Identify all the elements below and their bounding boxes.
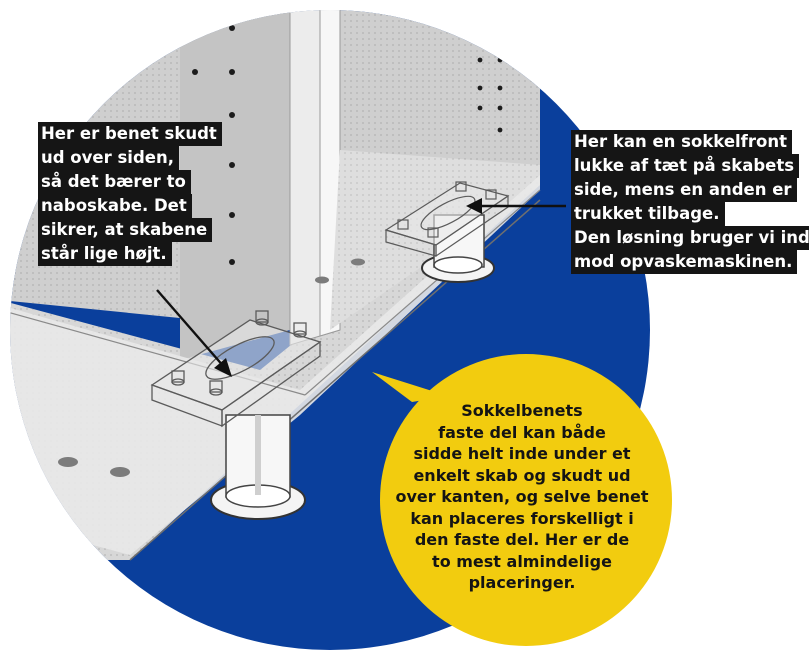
callout-right: Her kan en sokkelfront lukke af tæt på s… bbox=[571, 130, 809, 274]
plinth-front-edge bbox=[10, 175, 540, 555]
arrow-right-head bbox=[466, 198, 482, 214]
callout-left-line-5: sikrer, at skabene bbox=[38, 218, 213, 242]
pointer-arrows bbox=[156, 198, 566, 377]
callout-right-line-3: side, mens en anden er bbox=[571, 178, 797, 202]
callout-right-line-1: Her kan en sokkelfront bbox=[571, 130, 792, 154]
callout-left: Her er benet skudt ud over siden, så det… bbox=[38, 122, 222, 266]
callout-right-line-5: Den løsning bruger vi ind bbox=[571, 226, 809, 250]
bubble-line-2: faste del kan både bbox=[438, 422, 606, 442]
leg-foot-left bbox=[210, 414, 306, 520]
callout-left-line-3: så det bærer to bbox=[38, 170, 191, 194]
bubble-line-1: Sokkelbenets bbox=[461, 401, 583, 420]
bubble-line-3: sidde helt inde under et bbox=[413, 444, 631, 463]
arrow-left-shaft bbox=[156, 289, 226, 369]
arrow-left-head bbox=[214, 358, 232, 377]
callout-right-line-2: lukke af tæt på skabets bbox=[571, 154, 800, 178]
speech-bubble-body bbox=[380, 354, 672, 646]
callout-left-line-1: Her er benet skudt bbox=[38, 122, 222, 146]
callout-left-line-2: ud over siden, bbox=[38, 146, 179, 170]
bubble-line-6: kan placeres forskelligt i bbox=[410, 508, 634, 528]
bubble-line-8: to mest almindelige bbox=[432, 551, 612, 571]
bottom-panel-holes bbox=[58, 258, 365, 477]
speech-bubble bbox=[372, 354, 672, 646]
bubble-line-4: enkelt skab og skudt ud bbox=[413, 465, 631, 485]
bubble-line-5: over kanten, og selve benet bbox=[395, 487, 649, 506]
bottom-edge-line-2 bbox=[304, 189, 541, 396]
callout-left-line-6: står lige højt. bbox=[38, 242, 172, 266]
callout-left-line-4: naboskabe. Det bbox=[38, 194, 192, 218]
bubble-line-7: den faste del. Her er de bbox=[414, 530, 630, 549]
callout-right-line-6: mod opvaskemaskinen. bbox=[571, 250, 798, 274]
leg-bracket-left bbox=[150, 310, 322, 428]
callout-right-line-4: trukket tilbage. bbox=[571, 202, 725, 226]
speech-bubble-text: Sokkelbenets faste del kan både sidde he… bbox=[392, 400, 652, 594]
leg-bracket-right bbox=[384, 181, 510, 258]
bubble-line-9: placeringer. bbox=[468, 573, 576, 592]
shelf-pin-holes bbox=[192, 25, 503, 265]
cabinet-side-panel bbox=[180, 10, 290, 360]
